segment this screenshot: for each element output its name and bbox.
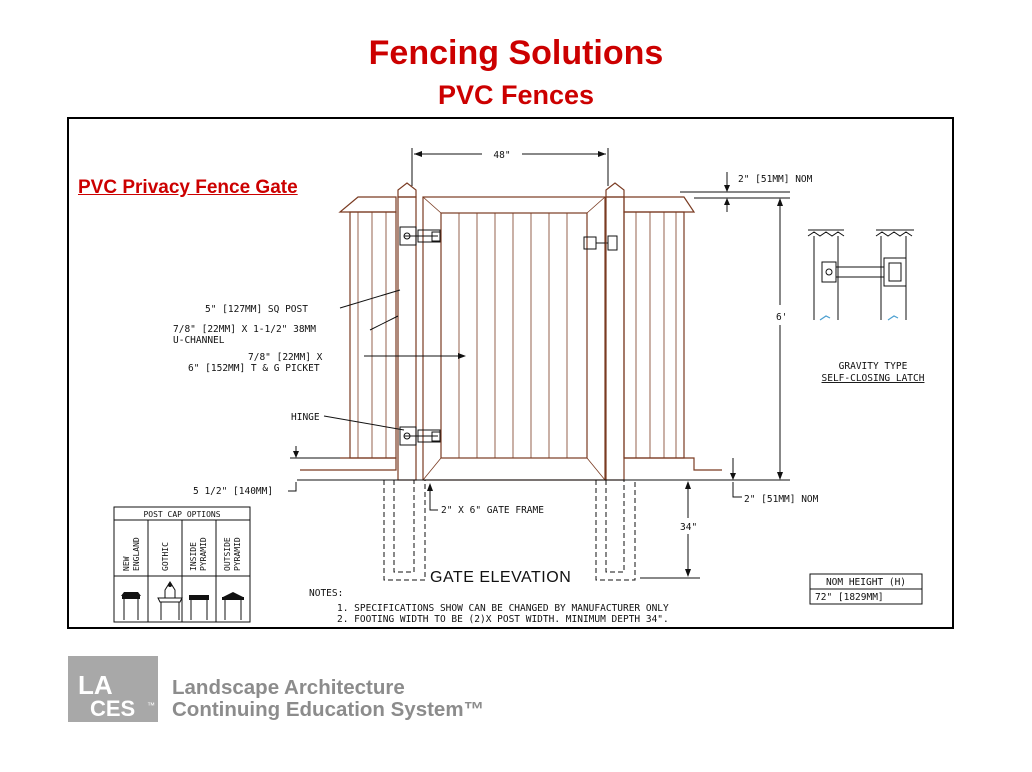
upper-hinge xyxy=(399,226,441,246)
offset-dimension xyxy=(288,446,299,492)
drawing-frame xyxy=(67,117,954,629)
depth-label: 34" xyxy=(680,522,697,533)
logo-trademark: ™ xyxy=(147,701,155,710)
height-label: 6' xyxy=(776,312,787,323)
notes-title: NOTES: xyxy=(309,588,343,599)
logo-bottom-text: CES xyxy=(90,696,135,721)
latch-label-1: GRAVITY TYPE xyxy=(839,361,908,372)
cap-option-4-line1: OUTSIDE xyxy=(223,537,232,571)
lower-hinge xyxy=(399,426,441,446)
cap-height-label: 2" [51MM] NOM xyxy=(738,174,813,185)
gate-elevation-label: GATE ELEVATION xyxy=(430,569,571,586)
laces-text: Landscape Architecture Continuing Educat… xyxy=(172,677,484,721)
gate xyxy=(422,196,606,481)
note-2: 2. FOOTING WIDTH TO BE (2)X POST WIDTH. … xyxy=(337,614,669,625)
outside-pyramid-cap-icon xyxy=(222,592,244,620)
post-leader xyxy=(339,289,401,309)
latch-label-2: SELF-CLOSING LATCH xyxy=(822,373,925,384)
slide-subtitle: PVC Fences xyxy=(437,80,595,110)
gothic-cap-icon xyxy=(157,581,183,620)
cap-option-4-line2: PYRAMID xyxy=(233,537,242,571)
post-cap-header: POST CAP OPTIONS xyxy=(143,510,220,519)
gate-title: PVC Privacy Fence Gate xyxy=(78,177,298,198)
cap-option-1-line2: ENGLAND xyxy=(132,537,141,571)
gate-frame-leader xyxy=(429,486,438,511)
logo-top-text: LA xyxy=(78,670,113,700)
gate-frame-label: 2" X 6" GATE FRAME xyxy=(441,505,544,516)
left-footing xyxy=(383,480,426,581)
width-label: 48" xyxy=(493,150,510,161)
gate-latch xyxy=(583,235,618,251)
uchannel-label-2: U-CHANNEL xyxy=(173,335,225,346)
cap-option-1-line1: NEW xyxy=(122,556,131,571)
latch-detail xyxy=(807,229,914,321)
post-label: 5" [127MM] SQ POST xyxy=(205,304,308,315)
right-post xyxy=(605,182,625,481)
width-dimension xyxy=(411,148,609,186)
nom-height-value: 72" [1829MM] xyxy=(815,592,884,603)
laces-line-1: Landscape Architecture xyxy=(172,676,405,699)
left-fence-panel xyxy=(300,196,397,471)
cap-option-3-line1: INSIDE xyxy=(189,542,198,571)
bottom-gap-label: 2" [51MM] NOM xyxy=(744,494,819,505)
laces-line-2: Continuing Education System™ xyxy=(172,698,485,721)
post-cap-table xyxy=(113,506,251,623)
uchannel-leader xyxy=(369,315,399,331)
hinge-label: HINGE xyxy=(291,412,320,423)
picket-label-1: 7/8" [22MM] X xyxy=(248,352,323,363)
depth-dimension xyxy=(640,479,700,579)
new-england-cap-icon xyxy=(121,592,141,620)
height-dimension xyxy=(680,172,790,498)
uchannel-label-1: 7/8" [22MM] X 1-1/2" 38MM xyxy=(173,324,316,335)
cap-option-3-line2: PYRAMID xyxy=(199,537,208,571)
right-footing xyxy=(595,480,636,581)
laces-logo: LA CES ™ xyxy=(68,656,158,722)
nom-height-table xyxy=(809,573,923,605)
nom-height-header: NOM HEIGHT (H) xyxy=(826,577,906,588)
slide-title: Fencing Solutions xyxy=(368,34,664,72)
left-post xyxy=(397,182,417,481)
picket-label-2: 6" [152MM] T & G PICKET xyxy=(188,363,320,374)
cap-option-2-line1: GOTHIC xyxy=(161,542,170,571)
right-fence-panel xyxy=(623,196,722,471)
inside-pyramid-cap-icon xyxy=(189,595,209,620)
hinge-leader xyxy=(323,415,405,431)
note-1: 1. SPECIFICATIONS SHOW CAN BE CHANGED BY… xyxy=(337,603,669,614)
offset-label: 5 1/2" [140MM] xyxy=(193,486,273,497)
